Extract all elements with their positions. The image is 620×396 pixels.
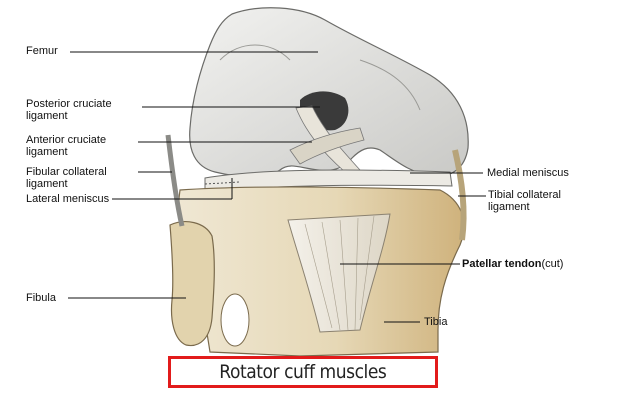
- caption-box: Rotator cuff muscles: [168, 356, 438, 388]
- label-pcl-line2: ligament: [26, 110, 112, 122]
- label-acl-line1: Anterior cruciate: [26, 134, 106, 146]
- label-patellar-tendon-suffix: (cut): [541, 258, 563, 270]
- label-lateral-meniscus: Lateral meniscus: [26, 193, 109, 205]
- label-acl-line2: ligament: [26, 146, 106, 158]
- label-fcl-line1: Fibular collateral: [26, 166, 107, 178]
- label-tcl-line2: ligament: [488, 201, 561, 213]
- label-tcl-line1: Tibial collateral: [488, 189, 561, 201]
- label-patellar-tendon-main: Patellar tendon: [462, 258, 541, 270]
- label-fibular-collateral-ligament: Fibular collateral ligament: [26, 166, 107, 190]
- label-pcl-line1: Posterior cruciate: [26, 98, 112, 110]
- label-tibial-collateral-ligament: Tibial collateral ligament: [488, 189, 561, 213]
- label-posterior-cruciate-ligament: Posterior cruciate ligament: [26, 98, 112, 122]
- label-fibula: Fibula: [26, 292, 56, 304]
- label-tibia: Tibia: [424, 316, 447, 328]
- caption-text: Rotator cuff muscles: [219, 361, 386, 383]
- label-patellar-tendon: Patellar tendon(cut): [462, 258, 563, 270]
- label-fcl-line2: ligament: [26, 178, 107, 190]
- label-medial-meniscus: Medial meniscus: [487, 167, 569, 179]
- label-femur: Femur: [26, 45, 58, 57]
- label-anterior-cruciate-ligament: Anterior cruciate ligament: [26, 134, 106, 158]
